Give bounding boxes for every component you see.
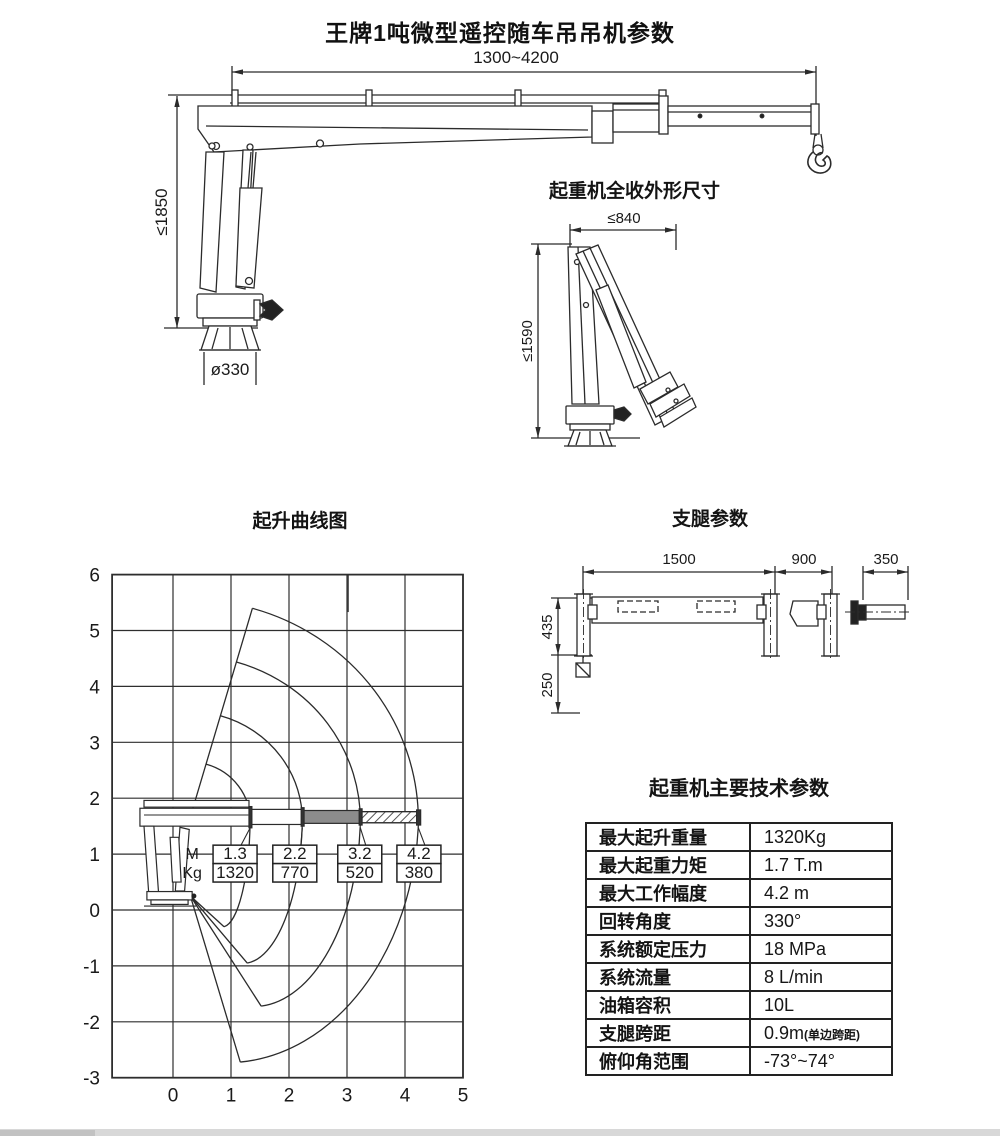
- load-radius-value: 4.2: [407, 844, 431, 863]
- lift-chart-title: 起升曲线图: [252, 511, 348, 532]
- table-row: 回转角度 330°: [585, 906, 893, 936]
- spec-label: 系统额定压力: [585, 934, 751, 964]
- row-label-kg: Kg: [182, 865, 202, 882]
- page-title: 王牌1吨微型遥控随车吊吊机参数: [325, 20, 675, 46]
- base-diameter-dimension: ø330: [203, 352, 257, 385]
- table-row: 油箱容积 10L: [585, 990, 893, 1020]
- table-row: 最大起升重量 1320Kg: [585, 822, 893, 852]
- load-capacity-value: 770: [281, 863, 309, 882]
- outrigger-foot-pad: [575, 656, 591, 678]
- load-radius-value: 1.3: [223, 844, 247, 863]
- cropped-bottom-strip: [0, 1129, 1000, 1136]
- retracted-crane-drawing: ≤840 ≤1590: [519, 210, 697, 447]
- retracted-width-dimension: ≤840: [569, 210, 677, 250]
- outrigger-section-label: 350: [873, 551, 898, 568]
- crane-boom: [197, 89, 820, 153]
- table-row: 最大工作幅度 4.2 m: [585, 878, 893, 908]
- chart-axis-labels: 0 1 2 3 4 5 6 5 4 3 2 1 0 -1 -2 -3: [83, 566, 468, 1107]
- outrigger-main-span-label: 1500: [662, 551, 695, 568]
- spec-value: 18 MPa: [749, 934, 893, 964]
- table-row: 最大起重力矩 1.7 T.m: [585, 850, 893, 880]
- crane-column: [199, 142, 263, 293]
- x-tick-label: 5: [458, 1086, 469, 1107]
- load-capacity-box: [396, 862, 442, 883]
- outrigger-beam-assembly: [574, 589, 840, 661]
- load-capacity-box: [212, 862, 258, 883]
- table-row: 俯仰角范围 -73°~74°: [585, 1046, 893, 1076]
- load-capacity-value: 380: [405, 863, 433, 882]
- row-label-m: M: [185, 846, 198, 863]
- outrigger-cross-section: [845, 600, 912, 625]
- retracted-height-dimension: ≤1590: [519, 243, 640, 439]
- spec-label: 最大起升重量: [585, 822, 751, 852]
- spec-value: 4.2 m: [749, 878, 893, 908]
- spec-table-title: 起重机主要技术参数: [649, 778, 829, 800]
- x-tick-label: 2: [284, 1086, 295, 1107]
- spec-label: 系统流量: [585, 962, 751, 992]
- spec-label: 支腿跨距: [585, 1018, 751, 1048]
- x-tick-label: 1: [226, 1086, 237, 1107]
- extended-crane-drawing: 1300~4200 ≤1850: [152, 48, 832, 385]
- load-capacity-value: 520: [346, 863, 374, 882]
- lift-envelope: [188, 607, 419, 1063]
- y-tick-label: 2: [89, 789, 100, 810]
- outrigger-drawing: 1500 900 350 435 250: [539, 551, 912, 714]
- spec-table: 最大起升重量 1320Kg 最大起重力矩 1.7 T.m 最大工作幅度 4.2 …: [585, 822, 893, 1076]
- y-tick-label: 4: [89, 677, 100, 698]
- y-tick-label: 3: [89, 733, 100, 754]
- y-tick-label: -3: [83, 1069, 100, 1090]
- overall-height-dim-label: ≤1850: [152, 188, 171, 235]
- boom-range-dim-label: 1300~4200: [473, 48, 559, 67]
- load-radius-value: 3.2: [348, 844, 372, 863]
- load-radius-value: 2.2: [283, 844, 307, 863]
- crane-base: [196, 293, 284, 351]
- x-tick-label: 0: [168, 1086, 179, 1107]
- y-tick-label: 6: [89, 566, 100, 587]
- load-capacity-box: [337, 862, 383, 883]
- spec-value: 0.9m(单边跨距): [749, 1018, 893, 1048]
- crane-hook: [807, 133, 832, 174]
- outrigger-extend-span-label: 900: [791, 551, 816, 568]
- boom-range-dimension: 1300~4200: [231, 48, 817, 136]
- outrigger-leg-stroke-label: 250: [539, 672, 556, 697]
- spec-label: 回转角度: [585, 906, 751, 936]
- y-tick-label: -1: [83, 957, 100, 978]
- table-row: 支腿跨距 0.9m(单边跨距): [585, 1018, 893, 1048]
- spec-label: 最大工作幅度: [585, 878, 751, 908]
- spec-value: 330°: [749, 906, 893, 936]
- outrigger-title: 支腿参数: [671, 509, 748, 530]
- x-tick-label: 4: [400, 1086, 411, 1107]
- spec-label: 最大起重力矩: [585, 850, 751, 880]
- spec-value: 10L: [749, 990, 893, 1020]
- spec-label: 油箱容积: [585, 990, 751, 1020]
- load-capacity-box: [272, 862, 318, 883]
- spec-value: -73°~74°: [749, 1046, 893, 1076]
- cropped-bottom-strip-segment: [0, 1130, 95, 1136]
- retracted-view-title: 起重机全收外形尺寸: [548, 181, 720, 202]
- retracted-crane-body: [567, 244, 697, 428]
- spec-value: 8 L/min: [749, 962, 893, 992]
- outrigger-leg-height-label: 435: [539, 614, 556, 639]
- retracted-width-dim-label: ≤840: [607, 210, 640, 227]
- spec-label: 俯仰角范围: [585, 1046, 751, 1076]
- load-capacity-value: 1320: [216, 863, 254, 882]
- retracted-height-dim-label: ≤1590: [519, 320, 536, 362]
- x-tick-label: 3: [342, 1086, 353, 1107]
- table-row: 系统流量 8 L/min: [585, 962, 893, 992]
- y-tick-label: -2: [83, 1013, 100, 1034]
- y-tick-label: 1: [89, 845, 100, 866]
- outrigger-dimensions: 1500 900 350 435 250: [539, 551, 909, 714]
- y-tick-label: 5: [89, 622, 100, 643]
- chart-crane-silhouette: [139, 799, 422, 907]
- table-row: 系统额定压力 18 MPa: [585, 934, 893, 964]
- retracted-crane-base: [564, 405, 632, 447]
- spec-value: 1320Kg: [749, 822, 893, 852]
- y-tick-label: 0: [89, 901, 100, 922]
- base-diameter-dim-label: ø330: [211, 360, 250, 379]
- spec-value: 1.7 T.m: [749, 850, 893, 880]
